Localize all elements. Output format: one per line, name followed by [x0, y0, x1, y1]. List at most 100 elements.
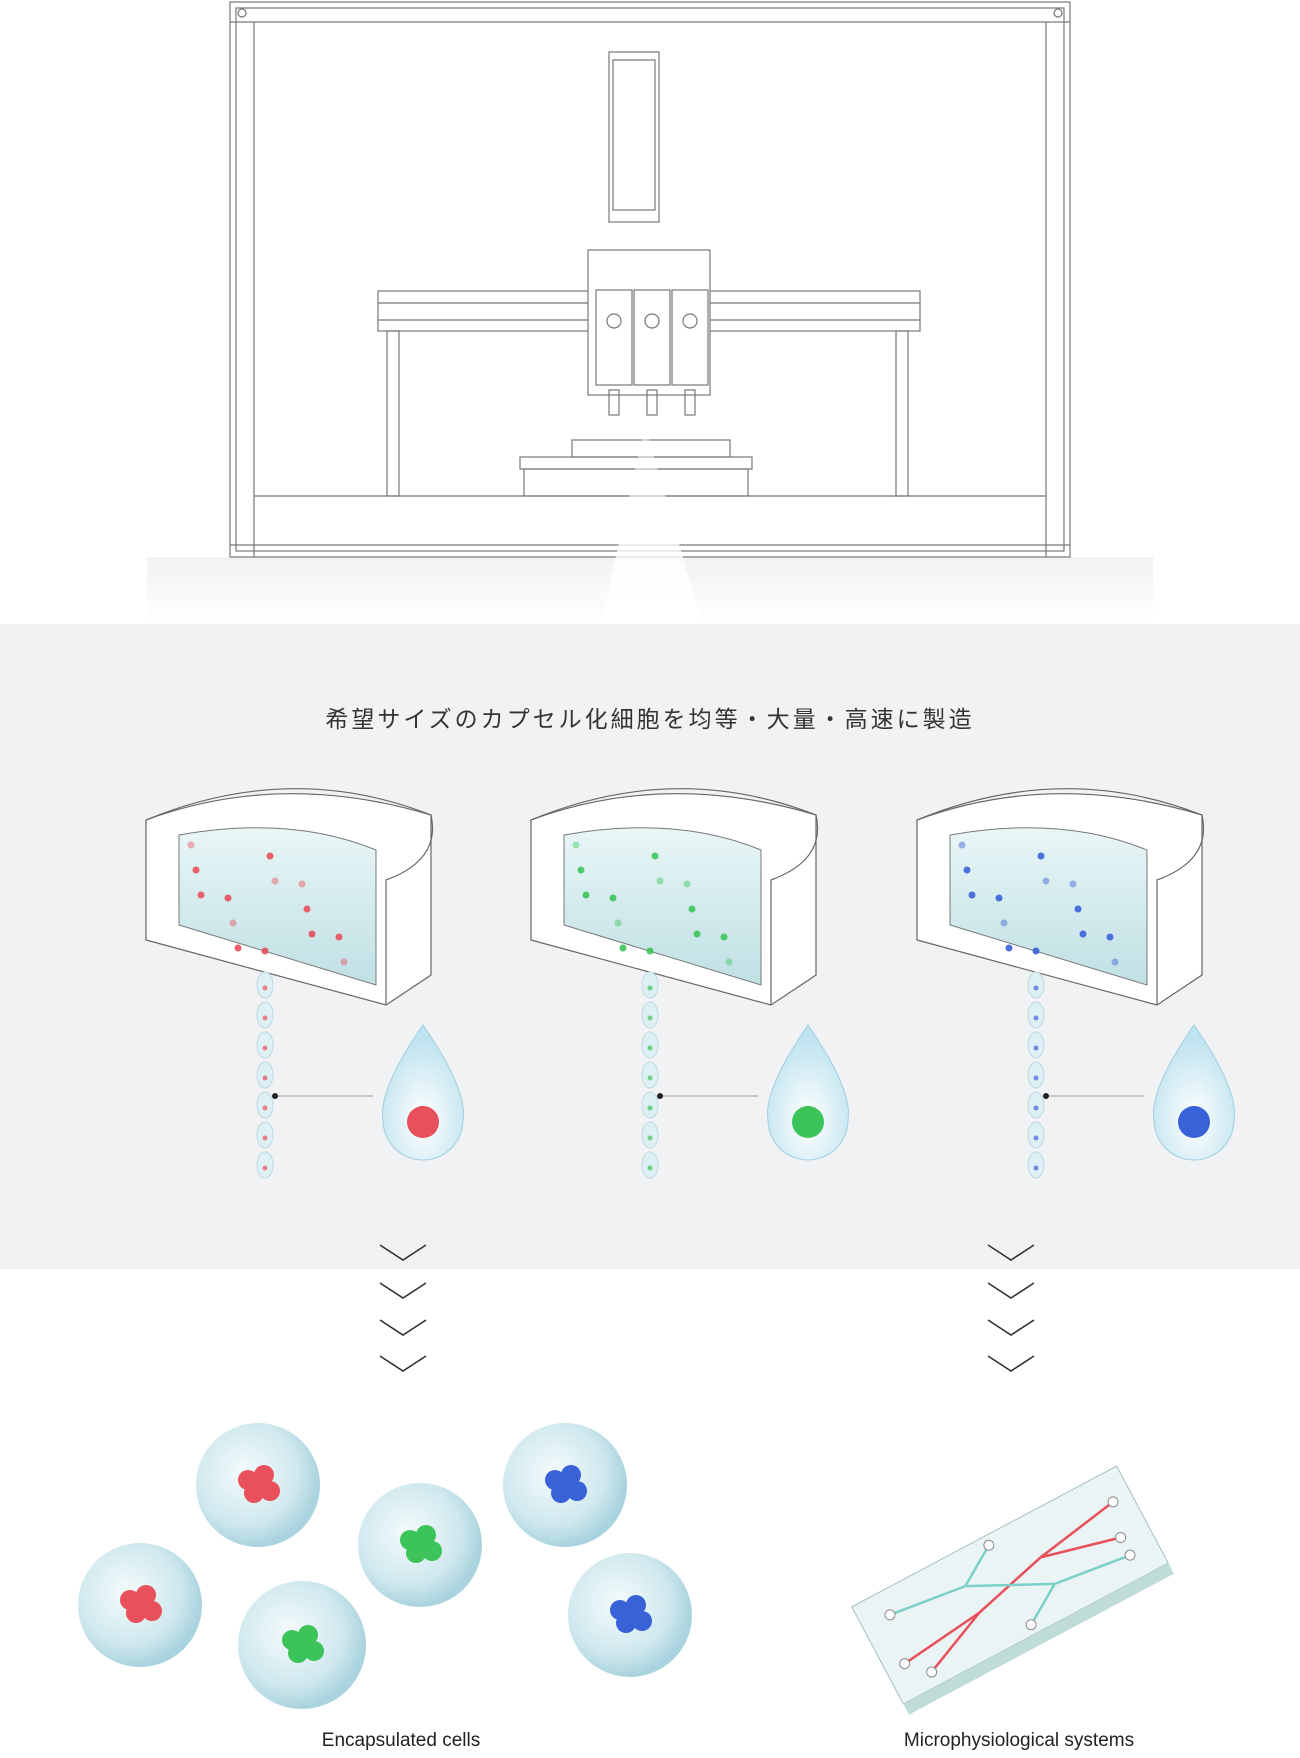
cell-dot [651, 852, 659, 860]
cell-dot [1033, 1015, 1039, 1021]
capsule [358, 1483, 482, 1607]
cell-dot [693, 930, 701, 938]
cell-dot [262, 1135, 268, 1141]
microphysiological-systems-label: Microphysiological systems [903, 1730, 1135, 1751]
cell-dot [647, 1015, 653, 1021]
cell-dot [720, 933, 728, 941]
droplet [1027, 1121, 1045, 1149]
encapsulated-cell [1178, 1106, 1210, 1138]
droplet [1027, 1001, 1045, 1029]
droplet [1027, 971, 1045, 999]
cell-dot [609, 894, 617, 902]
cell-dot [262, 1045, 268, 1051]
cell-cluster [248, 1475, 268, 1495]
cell-dot [647, 1165, 653, 1171]
pointer-dot [272, 1093, 278, 1099]
droplet [256, 1151, 274, 1179]
section-heading: 希望サイズのカプセル化細胞を均等・大量・高速に製造 [325, 707, 975, 733]
droplet [256, 1121, 274, 1149]
cell-dot [192, 866, 200, 874]
nozzle-well-red [145, 788, 464, 1179]
cell-dot [725, 958, 733, 966]
droplet [641, 1061, 659, 1089]
cell-dot [1033, 1045, 1039, 1051]
cell-dot [1079, 930, 1087, 938]
chevron-down-icon [379, 1282, 427, 1299]
cell-dot [1000, 919, 1008, 927]
cell-dot [261, 947, 269, 955]
chevron-down-icon [379, 1319, 427, 1336]
droplet [641, 1031, 659, 1059]
droplet [1027, 1091, 1045, 1119]
droplet [641, 1151, 659, 1179]
cell-dot [262, 1165, 268, 1171]
encapsulated-cell [407, 1106, 439, 1138]
capsule [503, 1423, 627, 1547]
droplet [641, 1001, 659, 1029]
pointer-dot [1043, 1093, 1049, 1099]
nozzle-well-blue [916, 788, 1235, 1179]
encapsulated-cell [792, 1106, 824, 1138]
droplet [641, 1091, 659, 1119]
droplet [641, 1121, 659, 1149]
droplet [1027, 1031, 1045, 1059]
chevron-down-icon [379, 1355, 427, 1372]
cell-dot [266, 852, 274, 860]
cell-dot [1106, 933, 1114, 941]
cell-dot [619, 944, 627, 952]
focus-cone [601, 425, 702, 624]
droplet [1027, 1061, 1045, 1089]
cell-dot [647, 1075, 653, 1081]
capsule [238, 1581, 366, 1709]
cell-cluster [555, 1475, 575, 1495]
cell-dot [1111, 958, 1119, 966]
cell-dot [1074, 905, 1082, 913]
cell-dot [271, 877, 279, 885]
cell-dot [968, 891, 976, 899]
droplet [256, 1031, 274, 1059]
cell-dot [683, 880, 691, 888]
cell-dot [656, 877, 664, 885]
cell-dot [1005, 944, 1013, 952]
chevron-down-icon [987, 1319, 1035, 1336]
cell-cluster [620, 1605, 640, 1625]
droplet-closeup [767, 1024, 849, 1161]
cell-dot [647, 1105, 653, 1111]
chevron-down-icon [987, 1355, 1035, 1372]
cell-dot [963, 866, 971, 874]
cell-dot [614, 919, 622, 927]
pointer-dot [657, 1093, 663, 1099]
cell-dot [224, 894, 232, 902]
bioprinter-machine [229, 1, 1071, 558]
capsule [196, 1423, 320, 1547]
cell-dot [1032, 947, 1040, 955]
droplet [256, 971, 274, 999]
droplet [641, 971, 659, 999]
cell-dot [229, 919, 237, 927]
cell-dot [303, 905, 311, 913]
chevron-down-icon [379, 1244, 427, 1261]
chevron-down-icon [987, 1244, 1035, 1261]
cell-dot [647, 1135, 653, 1141]
cell-dot [995, 894, 1003, 902]
droplet [256, 1091, 274, 1119]
cell-dot [187, 841, 195, 849]
cell-dot [1033, 1135, 1039, 1141]
cell-dot [958, 841, 966, 849]
droplet-closeup [1153, 1024, 1235, 1161]
capsule [78, 1543, 202, 1667]
cell-dot [1033, 1075, 1039, 1081]
droplet-closeup [382, 1024, 464, 1161]
cell-dot [688, 905, 696, 913]
cell-dot [647, 1045, 653, 1051]
encapsulated-cells-label: Encapsulated cells [321, 1730, 481, 1751]
cell-dot [335, 933, 343, 941]
cell-dot [1069, 880, 1077, 888]
droplet [256, 1001, 274, 1029]
cell-dot [1033, 985, 1039, 991]
cell-dot [1037, 852, 1045, 860]
cell-dot [340, 958, 348, 966]
cell-dot [572, 841, 580, 849]
cell-dot [1033, 1105, 1039, 1111]
